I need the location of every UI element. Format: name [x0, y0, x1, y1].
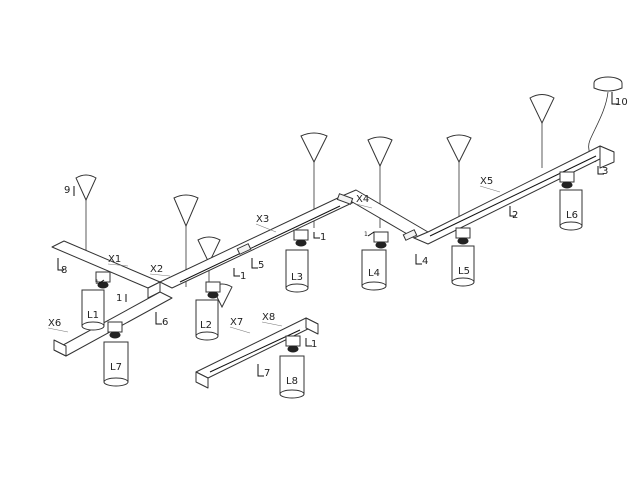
- part-number: 1: [95, 279, 99, 286]
- lamp-labels: L1 L2 L3 L4 L5 L6 L7 L8: [87, 210, 578, 387]
- part-number: 1: [240, 271, 246, 282]
- lamp-head: [103, 321, 129, 387]
- lamp-label: L4: [368, 268, 380, 279]
- rail-label: X4: [356, 194, 369, 205]
- rail-joint: [236, 193, 418, 255]
- x7-x8-track-rail: [195, 317, 319, 389]
- part-number: 3: [602, 166, 608, 177]
- rail-label: X7: [230, 317, 243, 328]
- lamp-head: [279, 335, 305, 399]
- lamp-head: [81, 271, 111, 331]
- lamp-label: L2: [200, 320, 212, 331]
- part-number: 1: [320, 232, 326, 243]
- part-number: 4: [422, 256, 428, 267]
- part-number: 7: [264, 368, 270, 379]
- track-system: [51, 145, 615, 389]
- canopy-cone: [529, 94, 555, 168]
- part-number: 8: [61, 265, 67, 276]
- lamp-label: L5: [458, 266, 470, 277]
- part-number: 2: [512, 210, 518, 221]
- rail-labels: X1 X2 X3 X4 X5 X6 X7 X8: [47, 176, 501, 334]
- canopy-cone: [446, 134, 472, 225]
- part-number: 9: [64, 185, 70, 196]
- canopy-cone: [75, 174, 97, 255]
- lamp-head: [559, 171, 583, 231]
- rail-label: X3: [256, 214, 269, 225]
- lamp-label: L3: [291, 272, 303, 283]
- lamp-label: L6: [566, 210, 578, 221]
- part-callouts: 1 1 1 1 1 1 2 3 4 5 6 7 8: [57, 92, 628, 379]
- lamp-head: [195, 281, 221, 341]
- lamp-label: L7: [110, 362, 122, 373]
- part-number: 5: [258, 260, 264, 271]
- part-number: 10: [615, 97, 628, 108]
- lamp-label: L8: [286, 376, 298, 387]
- lamp-label: L1: [87, 310, 99, 321]
- main-track-rail: [51, 145, 615, 299]
- lamp-head: [451, 227, 475, 287]
- rail-label: X1: [108, 254, 121, 265]
- rail-label: X8: [262, 312, 275, 323]
- lamp-head: [285, 229, 309, 293]
- rail-label: X5: [480, 176, 493, 187]
- part-number: 6: [162, 317, 168, 328]
- lamp-head: [361, 231, 389, 291]
- rail-label: X6: [48, 318, 61, 329]
- part-number: 1: [364, 231, 368, 238]
- rail-label: X2: [150, 264, 163, 275]
- part-number: 1: [116, 293, 122, 304]
- part-number: 1: [311, 339, 317, 350]
